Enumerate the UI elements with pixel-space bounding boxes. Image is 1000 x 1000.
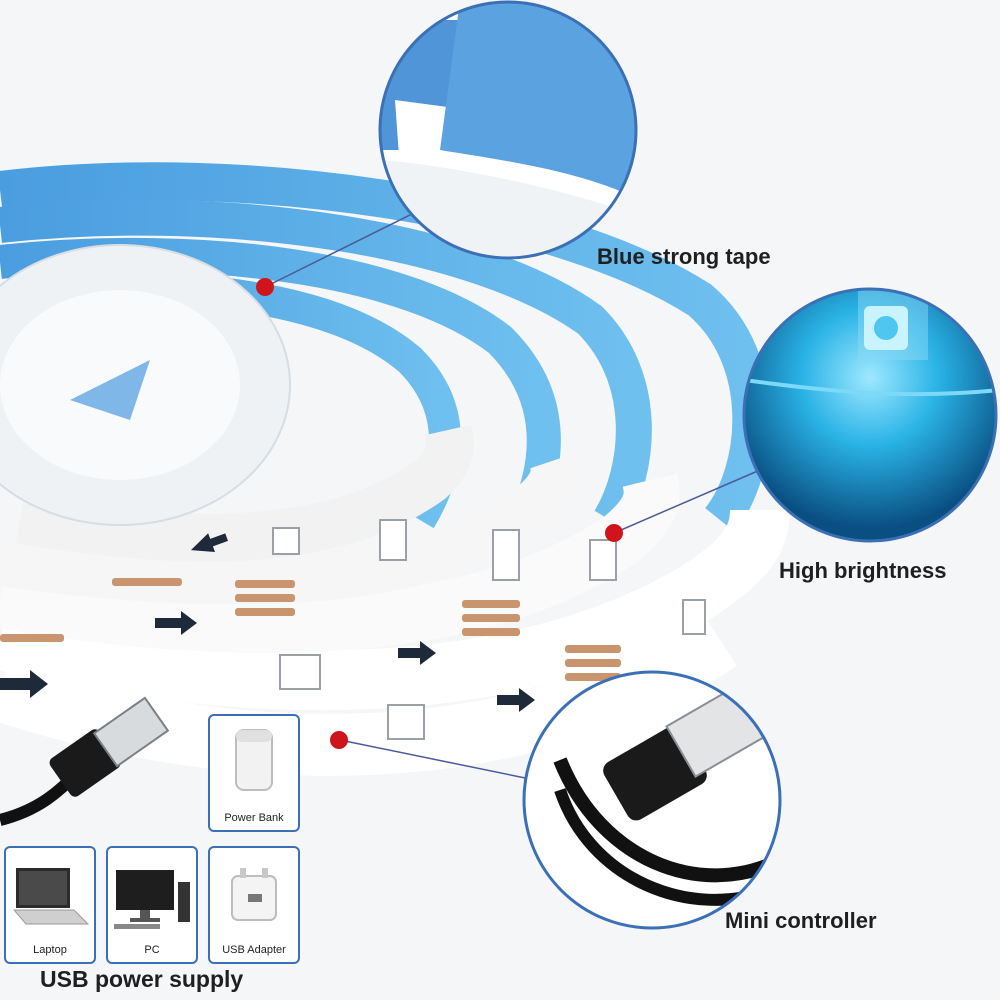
callout-lines xyxy=(264,209,761,781)
usb-adapter-icon xyxy=(231,868,277,921)
power-bank-box: Power Bank xyxy=(208,714,300,832)
laptop-icon xyxy=(12,868,90,925)
zoom-circle-controller xyxy=(522,670,782,930)
pc-icon xyxy=(114,870,190,929)
zoom-circle-brightness xyxy=(742,287,998,543)
usb-adapter-box: USB Adapter xyxy=(208,846,300,964)
callout-dot-controller xyxy=(330,731,348,749)
power-bank-label: Power Bank xyxy=(224,812,284,824)
callout-label-controller: Mini controller xyxy=(725,908,877,933)
strip-pcb-pads xyxy=(0,578,621,681)
laptop-box: Laptop xyxy=(4,846,96,964)
usb-plug-left xyxy=(0,696,170,826)
zoom-circle-tape xyxy=(378,0,638,260)
callout-dot-tape xyxy=(256,278,274,296)
callout-dot-brightness xyxy=(605,524,623,542)
strip-reel xyxy=(0,244,291,526)
pc-box: PC xyxy=(106,846,198,964)
usb-power-supply-caption: USB power supply xyxy=(40,966,244,992)
callout-label-tape: Blue strong tape xyxy=(597,244,771,269)
usb-adapter-label: USB Adapter xyxy=(222,944,286,956)
callout-label-brightness: High brightness xyxy=(779,558,947,583)
laptop-label: Laptop xyxy=(33,944,67,956)
power-bank-icon xyxy=(235,729,273,791)
strip-led-chips xyxy=(272,519,706,740)
strip-arrow-marks xyxy=(0,533,535,712)
pc-label: PC xyxy=(144,944,160,956)
